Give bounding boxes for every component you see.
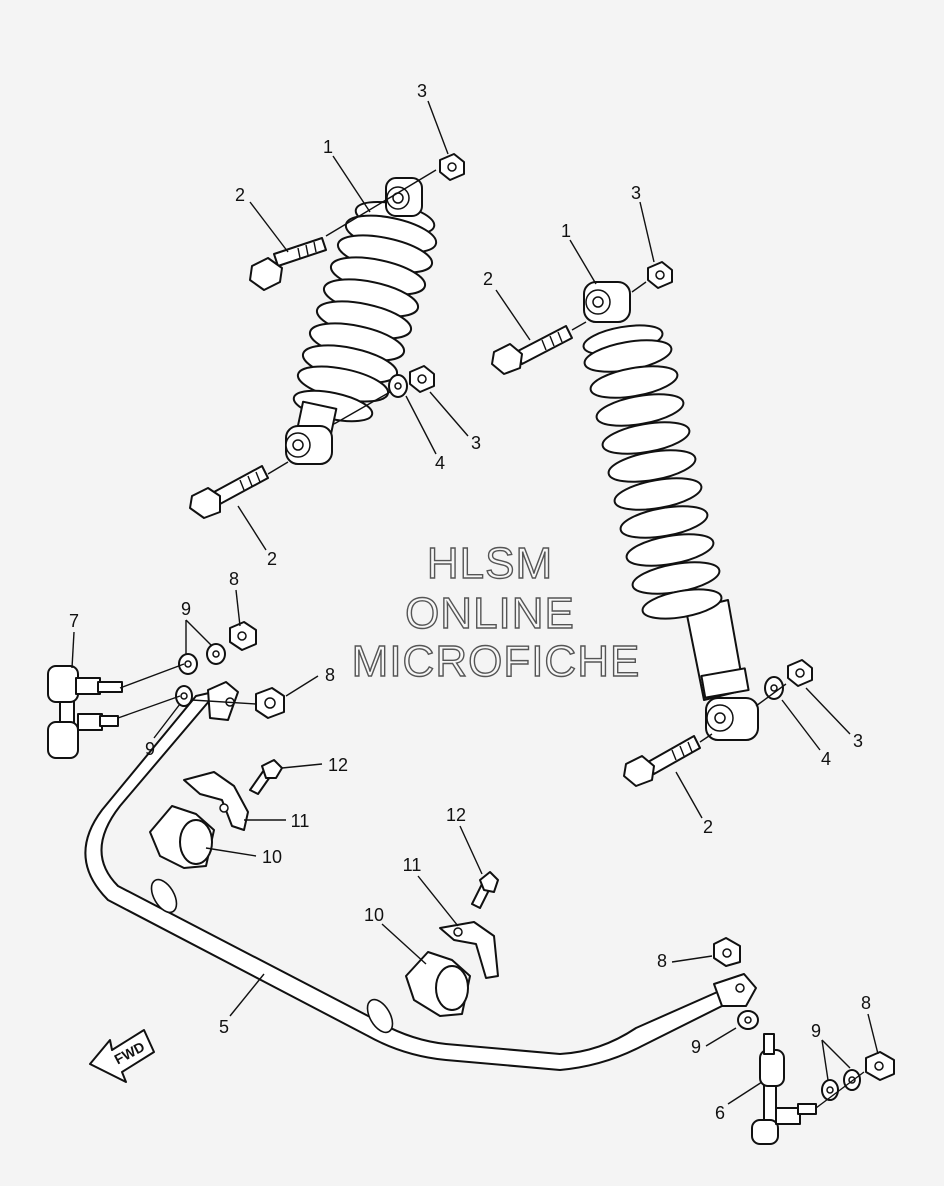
callout-2-right-top: 2 — [483, 269, 493, 289]
callout-5: 5 — [219, 1017, 229, 1037]
callout-2-right-bottom: 2 — [703, 817, 713, 837]
left-bracket[interactable] — [183, 771, 249, 831]
callout-10-center: 10 — [364, 905, 384, 925]
right-bottom-bolt[interactable] — [623, 735, 701, 787]
left-top-bolt[interactable] — [249, 237, 327, 291]
watermark-line-3: MICROFICHE — [352, 637, 641, 686]
left-stabilizer-link[interactable] — [47, 665, 123, 759]
callout-12-left: 12 — [328, 755, 348, 775]
right-shock-spring — [582, 324, 723, 620]
callout-labels: 1 2 3 4 3 2 1 2 3 4 3 2 5 6 7 8 8 8 8 9 … — [69, 81, 871, 1123]
callout-11-center: 11 — [403, 855, 422, 875]
callout-1-left: 1 — [323, 137, 333, 157]
callout-12-center: 12 — [446, 805, 466, 825]
left-bracket-bolt[interactable] — [249, 759, 283, 795]
left-shock-bottom-eye — [285, 425, 333, 465]
callout-3-left-top: 3 — [417, 81, 427, 101]
left-link-nuts[interactable] — [229, 621, 285, 719]
right-link-washers[interactable] — [737, 1010, 861, 1101]
callout-10-left: 10 — [262, 847, 282, 867]
callout-9-right: 9 — [691, 1037, 701, 1057]
right-shock-top-eye — [583, 281, 631, 323]
right-link-nuts[interactable] — [713, 937, 895, 1081]
left-bottom-bolt[interactable] — [189, 465, 269, 519]
callout-3-right-top: 3 — [631, 183, 641, 203]
center-bushing[interactable] — [405, 951, 471, 1017]
callout-2-left-top: 2 — [235, 185, 245, 205]
callout-8-left: 8 — [325, 665, 335, 685]
fwd-arrow-icon: FWD — [89, 1029, 155, 1083]
left-top-nut[interactable] — [439, 153, 465, 181]
callout-11-left: 11 — [291, 811, 310, 831]
callout-4-left: 4 — [435, 453, 445, 473]
watermark: HLSM ONLINE MICROFICHE — [351, 538, 641, 686]
left-bottom-washer[interactable] — [388, 374, 408, 398]
center-bracket-bolt[interactable] — [471, 871, 499, 909]
callout-8-right-link: 8 — [861, 993, 871, 1013]
center-bracket[interactable] — [439, 921, 499, 979]
callout-7: 7 — [69, 611, 79, 631]
right-stabilizer-link[interactable] — [751, 1033, 817, 1145]
right-shock-bottom-eye — [705, 697, 759, 741]
callout-2-left-bottom: 2 — [267, 549, 277, 569]
callout-4-right: 4 — [821, 749, 831, 769]
right-top-bolt[interactable] — [491, 325, 573, 375]
callout-3-right-bottom: 3 — [853, 731, 863, 751]
right-shock-absorber[interactable] — [581, 281, 759, 741]
left-link-washers[interactable] — [175, 643, 226, 707]
callout-9-left-top: 9 — [181, 599, 191, 619]
callout-9-left-bottom: 9 — [145, 739, 155, 759]
callout-9-right-link: 9 — [811, 1021, 821, 1041]
right-bottom-nut[interactable] — [787, 659, 813, 687]
right-bottom-washer[interactable] — [764, 676, 784, 700]
callout-1-right: 1 — [561, 221, 571, 241]
watermark-line-1: HLSM — [427, 539, 553, 588]
stabilizer-bar[interactable] — [84, 681, 757, 1071]
callout-8-right: 8 — [657, 951, 667, 971]
callout-8-left-top: 8 — [229, 569, 239, 589]
callout-3-left-bottom: 3 — [471, 433, 481, 453]
left-bushing[interactable] — [149, 805, 215, 869]
left-shock-spring — [292, 200, 438, 423]
callout-6: 6 — [715, 1103, 725, 1123]
watermark-line-2: ONLINE — [405, 589, 575, 638]
left-bottom-nut[interactable] — [409, 365, 435, 393]
callout-leaders — [71, 100, 879, 1105]
left-shock-top-eye — [385, 177, 423, 217]
left-shock-absorber[interactable] — [285, 177, 439, 465]
right-top-nut[interactable] — [647, 261, 673, 289]
